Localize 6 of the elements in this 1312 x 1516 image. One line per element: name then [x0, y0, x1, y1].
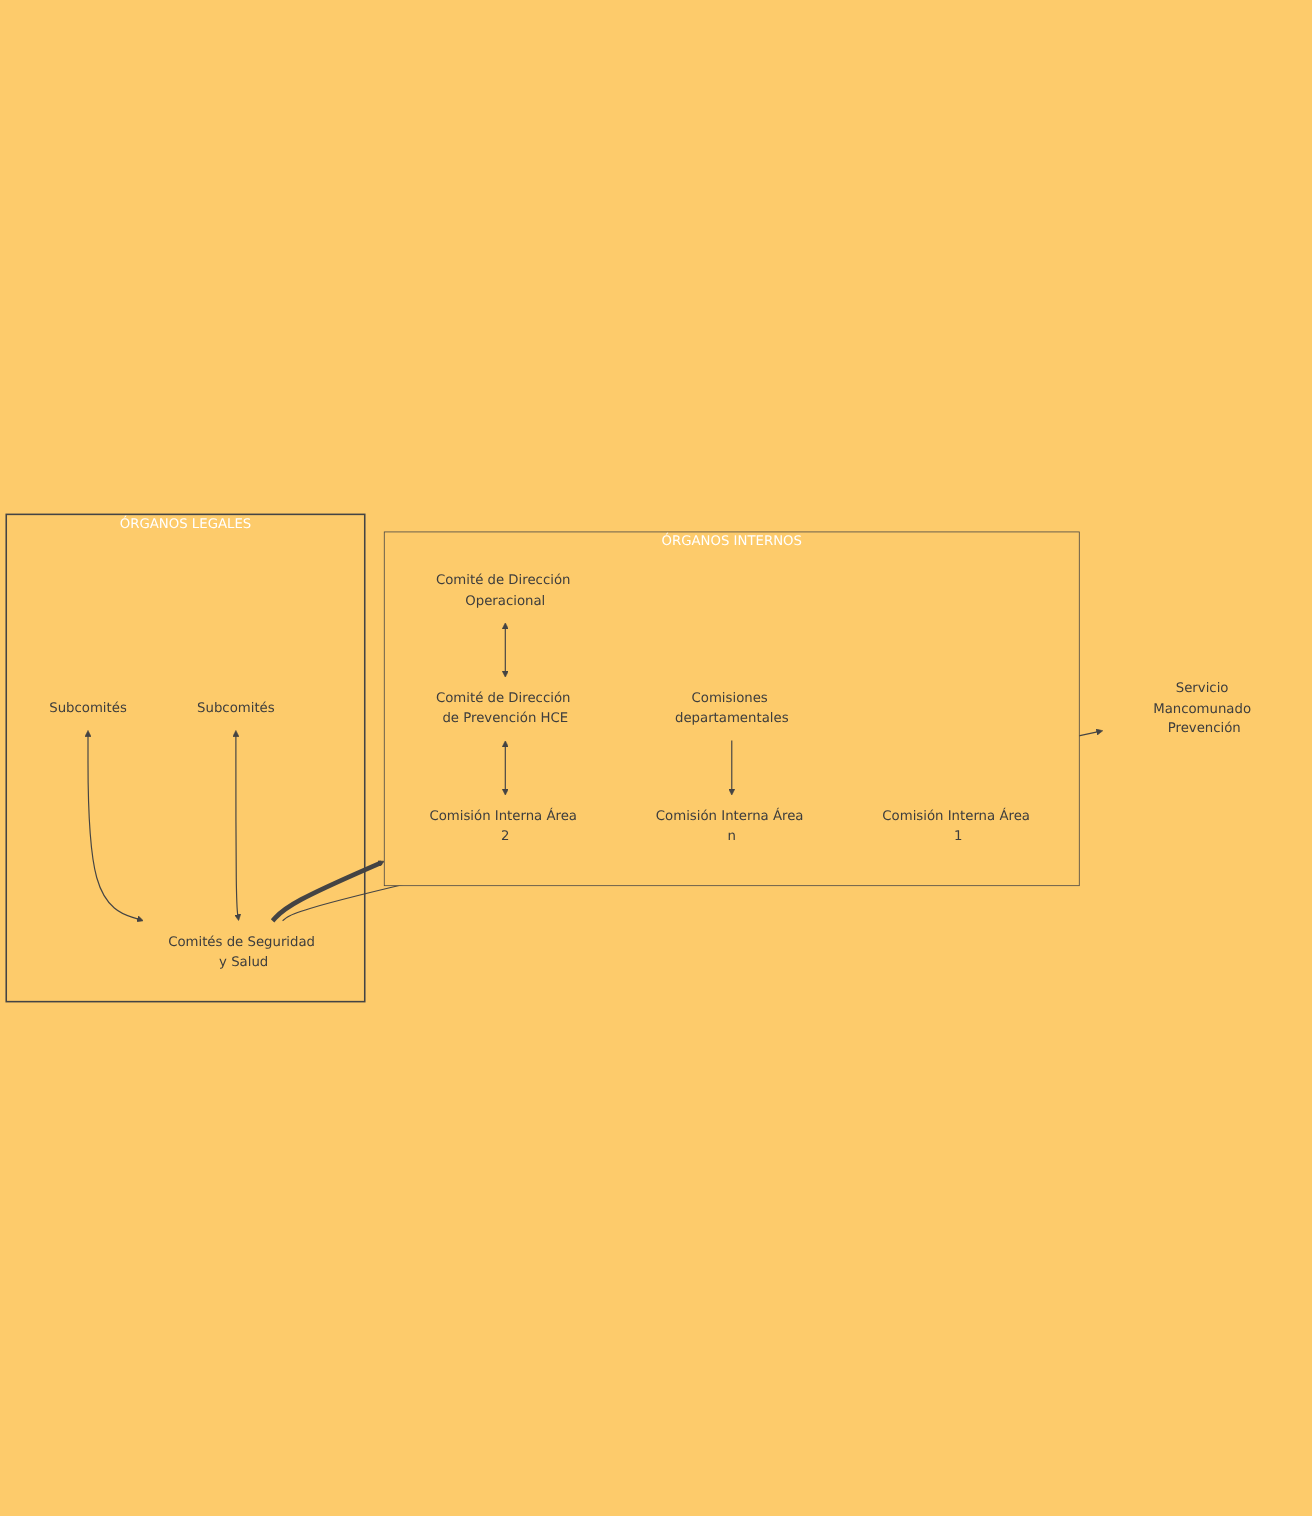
arrow [501, 622, 509, 678]
arrow [84, 730, 144, 923]
arrow [728, 739, 736, 796]
arrow [270, 860, 385, 923]
arrow [232, 730, 242, 921]
arrow [501, 740, 509, 796]
